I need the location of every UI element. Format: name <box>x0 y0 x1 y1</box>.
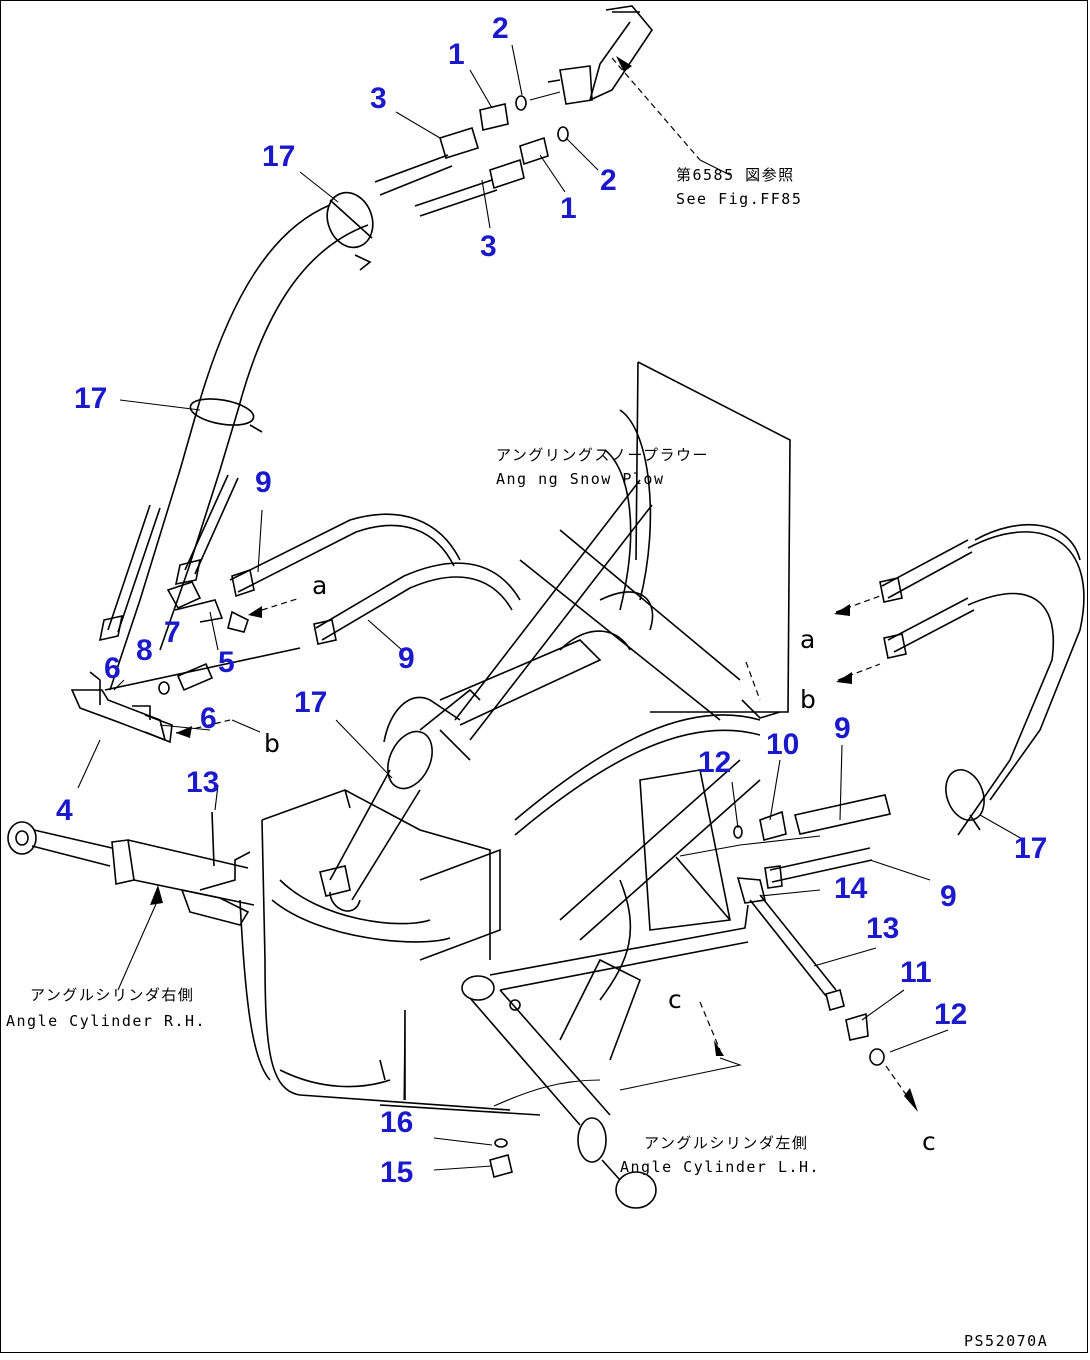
callout-13a: 13 <box>186 766 219 799</box>
callout-11: 11 <box>900 956 932 989</box>
letter-b-right: b <box>800 685 816 714</box>
callout-17c: 17 <box>294 686 327 719</box>
callout-8: 8 <box>136 634 153 667</box>
right-hose-assembly <box>619 523 1085 1112</box>
callout-3b: 3 <box>480 230 497 263</box>
callout-17b: 17 <box>74 382 107 415</box>
callout-17d: 17 <box>1014 832 1047 865</box>
center-cylinder <box>319 688 481 912</box>
callout-3a: 3 <box>370 82 387 115</box>
callout-5: 5 <box>218 646 235 679</box>
note-plow-en: Ang ng Snow Plow <box>496 470 665 488</box>
note-see-fig-en: See Fig.FF85 <box>676 190 802 208</box>
callout-17a: 17 <box>262 140 295 173</box>
callout-12b: 12 <box>934 998 967 1031</box>
callout-12a: 12 <box>698 746 731 779</box>
angle-cylinder-rh <box>7 811 255 991</box>
notes: 第6585 図参照 See Fig.FF85 アングリングスノープラウー Ang… <box>6 166 1048 1350</box>
note-cyl-lh-en: Angle Cylinder L.H. <box>620 1158 820 1176</box>
snow-plow-frame <box>419 361 791 1061</box>
letter-a-right: a <box>800 625 815 654</box>
drawing-number: PS52070A <box>964 1332 1048 1350</box>
callout-16: 16 <box>380 1106 413 1139</box>
letter-c-right: c <box>922 1127 936 1156</box>
letter-a-left: a <box>312 571 327 600</box>
note-plow-jp: アングリングスノープラウー <box>496 446 709 464</box>
connection-letters: a a b b c c <box>264 571 936 1156</box>
callout-6b: 6 <box>200 702 217 735</box>
callout-10: 10 <box>766 728 799 761</box>
callout-9c: 9 <box>834 712 851 745</box>
callout-15: 15 <box>380 1156 413 1189</box>
callout-13b: 13 <box>866 912 899 945</box>
callout-7: 7 <box>164 616 181 649</box>
callout-2b: 2 <box>600 164 617 197</box>
angle-cylinder-lh <box>461 904 749 1209</box>
note-cyl-rh-en: Angle Cylinder R.H. <box>6 1012 206 1030</box>
note-cyl-lh-jp: アングルシリンダ左側 <box>644 1134 808 1152</box>
callout-1b: 1 <box>560 192 577 225</box>
note-cyl-rh-jp: アングルシリンダ右側 <box>30 986 194 1004</box>
callout-2a: 2 <box>492 12 509 45</box>
callouts: 1 2 3 17 2 1 3 17 9 8 7 6 5 9 17 6 4 13 … <box>56 12 1047 1189</box>
callout-4: 4 <box>56 794 73 827</box>
callout-9b: 9 <box>398 642 415 675</box>
blade-body <box>239 789 541 1116</box>
callout-9d: 9 <box>940 880 957 913</box>
letter-c-center: c <box>668 985 682 1014</box>
leader-lines <box>77 44 1025 1171</box>
letter-b-left: b <box>264 729 280 758</box>
note-see-fig-jp: 第6585 図参照 <box>676 166 795 184</box>
callout-1a: 1 <box>448 38 465 71</box>
callout-14: 14 <box>834 872 868 905</box>
left-fitting-group <box>70 513 521 744</box>
callout-9a: 9 <box>255 466 272 499</box>
callout-6a: 6 <box>104 652 121 685</box>
upper-hose-assembly <box>98 5 731 691</box>
